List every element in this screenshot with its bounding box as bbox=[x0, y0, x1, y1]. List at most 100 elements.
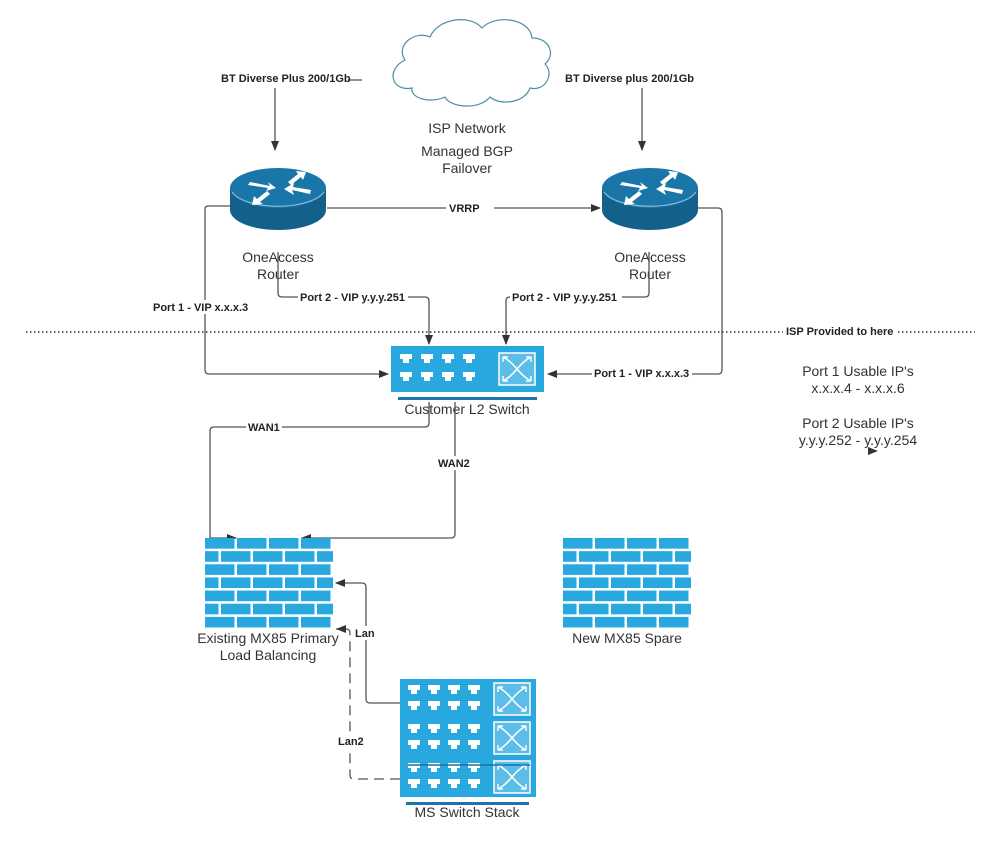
isp-cloud-icon bbox=[392, 19, 552, 107]
brick bbox=[205, 551, 219, 562]
lan-link bbox=[335, 579, 400, 704]
mx85-spare-firewall bbox=[563, 538, 691, 628]
ms-stack-label: MS Switch Stack bbox=[414, 804, 520, 820]
brick bbox=[563, 616, 593, 628]
brick bbox=[675, 577, 691, 589]
brick bbox=[269, 564, 299, 575]
brick bbox=[253, 551, 283, 562]
brick bbox=[269, 590, 299, 602]
brick bbox=[285, 577, 315, 589]
brick bbox=[563, 590, 593, 602]
brick bbox=[237, 564, 267, 575]
wan2-link bbox=[301, 402, 456, 542]
brick bbox=[627, 538, 657, 549]
brick bbox=[205, 616, 235, 628]
mx85-primary-label-line2: Load Balancing bbox=[220, 647, 317, 663]
bgp-label-line1: Managed BGP bbox=[421, 143, 513, 159]
brick bbox=[285, 551, 315, 562]
brick bbox=[659, 616, 689, 628]
l2-switch-base bbox=[398, 397, 537, 400]
brick bbox=[317, 603, 333, 615]
brick bbox=[579, 603, 609, 615]
left-isp-link-label: BT Diverse Plus 200/1Gb bbox=[221, 73, 351, 85]
port1-usable-title: Port 1 Usable IP's bbox=[802, 363, 914, 379]
brick bbox=[269, 538, 299, 549]
router-icon bbox=[229, 167, 327, 231]
brick bbox=[253, 577, 283, 589]
brick bbox=[205, 577, 219, 589]
brick bbox=[285, 603, 315, 615]
right-port1-label: Port 1 - VIP x.x.x.3 bbox=[594, 368, 689, 380]
router-right bbox=[601, 167, 699, 231]
brick bbox=[269, 616, 299, 628]
brick bbox=[205, 564, 235, 575]
router-icon bbox=[601, 167, 699, 231]
mx85-primary-label-line1: Existing MX85 Primary bbox=[197, 630, 339, 646]
brick bbox=[675, 603, 691, 615]
brick bbox=[317, 577, 333, 589]
brick bbox=[643, 603, 673, 615]
brick bbox=[595, 590, 625, 602]
port2-usable-title: Port 2 Usable IP's bbox=[802, 415, 914, 431]
lan2-link bbox=[336, 628, 400, 780]
brick bbox=[611, 603, 641, 615]
brick bbox=[595, 538, 625, 549]
brick bbox=[301, 616, 331, 628]
brick bbox=[301, 590, 331, 602]
brick bbox=[611, 577, 641, 589]
port2-usable-range: y.y.y.252 - y.y.y.254 bbox=[799, 432, 917, 448]
brick bbox=[659, 590, 689, 602]
wan1-label: WAN1 bbox=[248, 422, 280, 434]
brick bbox=[205, 538, 235, 549]
brick bbox=[253, 603, 283, 615]
brick bbox=[675, 551, 691, 562]
brick bbox=[221, 603, 251, 615]
port1-usable-range: x.x.x.4 - x.x.x.6 bbox=[811, 380, 905, 396]
stray-arrowhead bbox=[868, 447, 878, 455]
lan-label: Lan bbox=[355, 628, 375, 640]
l2-switch-label: Customer L2 Switch bbox=[404, 401, 529, 417]
left-port2-label: Port 2 - VIP y.y.y.251 bbox=[300, 292, 405, 304]
brick bbox=[237, 616, 267, 628]
brick bbox=[659, 564, 689, 575]
router-right-label-line1: OneAccess bbox=[614, 249, 686, 265]
brick bbox=[221, 577, 251, 589]
firewall-icon bbox=[205, 538, 333, 628]
right-isp-link-label: BT Diverse plus 200/1Gb bbox=[565, 73, 694, 85]
brick bbox=[563, 564, 593, 575]
left-port1-label: Port 1 - VIP x.x.x.3 bbox=[153, 302, 248, 314]
brick bbox=[317, 551, 333, 562]
brick bbox=[579, 577, 609, 589]
brick bbox=[611, 551, 641, 562]
wan2-label: WAN2 bbox=[438, 458, 470, 470]
brick bbox=[627, 616, 657, 628]
brick bbox=[237, 590, 267, 602]
brick bbox=[643, 551, 673, 562]
usable-ip-notes: Port 1 Usable IP's x.x.x.4 - x.x.x.6 Por… bbox=[799, 363, 917, 455]
router-left bbox=[229, 167, 327, 231]
vrrp-label: VRRP bbox=[449, 203, 480, 215]
router-right-label-line2: Router bbox=[629, 266, 671, 282]
mx85-spare-label: New MX85 Spare bbox=[572, 630, 682, 646]
left-port1-link bbox=[204, 205, 389, 378]
isp-network-label: ISP Network bbox=[428, 120, 507, 136]
brick bbox=[579, 551, 609, 562]
lan2-label: Lan2 bbox=[338, 736, 364, 748]
brick bbox=[563, 538, 593, 549]
brick bbox=[627, 564, 657, 575]
brick bbox=[595, 564, 625, 575]
customer-l2-switch bbox=[391, 346, 544, 392]
brick bbox=[659, 538, 689, 549]
isp-boundary-label: ISP Provided to here bbox=[786, 326, 893, 338]
brick bbox=[237, 538, 267, 549]
brick bbox=[595, 616, 625, 628]
brick bbox=[643, 577, 673, 589]
right-port1-link bbox=[547, 207, 723, 378]
brick bbox=[301, 564, 331, 575]
brick bbox=[563, 603, 577, 615]
brick bbox=[221, 551, 251, 562]
brick bbox=[563, 551, 577, 562]
firewall-icon bbox=[563, 538, 691, 628]
ms-stack-base bbox=[406, 802, 529, 805]
